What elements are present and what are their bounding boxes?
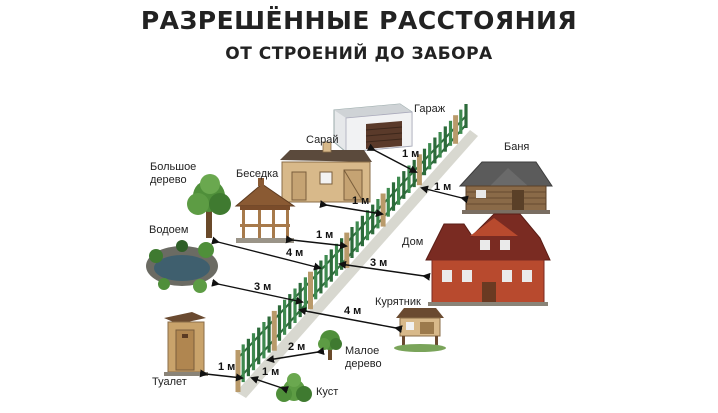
fence-picket [459,109,463,134]
fence-picket [329,249,333,282]
title-line-2: ОТ СТРОЕНИЙ ДО ЗАБОРА [225,44,493,64]
fence-picket [360,215,364,247]
distance-house: 3 м [370,257,387,269]
fence-picket [293,288,297,323]
fence-picket [257,327,261,365]
arrow-toilet [199,369,244,382]
fence-picket [283,299,287,335]
garage-illustration [333,103,413,153]
fence-picket [246,338,250,377]
arrow-bush [250,376,289,394]
fence-picket [277,305,282,341]
fence-picket [386,187,390,217]
fence-picket [391,182,396,211]
fence-picket [428,143,432,170]
label-shed: Сарай [306,134,339,146]
arrow-garage [366,143,418,173]
small-tree-illustration [318,330,342,360]
label-big-tree-line-2: дерево [150,174,187,186]
fence-picket [438,132,442,158]
fence-picket [262,322,266,359]
fence-picket [397,176,401,205]
distance-garage: 1 м [402,148,419,160]
fence-post [271,310,277,351]
fence-picket [324,255,328,288]
fence-picket [303,277,307,312]
fence-post [380,193,386,227]
label-gazebo: Беседка [236,168,279,180]
fence-post [453,115,459,144]
distance-bush: 1 м [262,366,279,378]
distance-bathhouse: 1 м [434,181,451,193]
house-illustration [425,213,551,306]
distance-gazebo: 1 м [316,229,333,241]
fence-picket [241,344,245,383]
fence-post [344,232,350,268]
fence-picket [319,260,323,294]
label-big-tree: Большое дерево [150,161,196,187]
label-house: Дом [402,236,424,248]
label-big-tree-line-1: Большое [150,161,197,173]
arrow-big-tree [211,236,322,271]
label-small-tree-line-1: Малое [345,345,380,357]
fence-picket [422,148,427,176]
fence-picket [350,227,354,258]
arrow-shed [319,200,384,217]
big-tree-illustration [187,174,231,238]
title-line-1: РАЗРЕШЁННЫЕ РАССТОЯНИЯ [140,6,578,35]
fence [235,104,468,392]
arrow-bathhouse [420,185,469,204]
distance-shed: 1 м [352,195,369,207]
fence-picket [340,238,344,270]
fence-post [416,154,422,186]
fence-picket [402,171,406,199]
henhouse-illustration [394,308,446,352]
toilet-illustration [164,312,208,376]
fence-picket [407,165,411,193]
fence-picket [251,333,256,371]
label-bathhouse: Баня [504,141,530,153]
fence-picket [433,137,437,164]
arrow-pond [211,278,304,305]
fence-picket [314,266,318,300]
distance-henhouse: 4 м [344,305,361,317]
fence-picket [412,159,416,188]
fence-picket [448,120,453,146]
label-toilet: Туалет [152,376,187,388]
distance-pond: 3 м [254,281,271,293]
fence-picket [334,243,339,276]
arrow-small-tree [266,347,325,364]
fence-picket [464,104,468,128]
fence-picket [355,221,359,253]
label-small-tree: Малое дерево [345,345,382,371]
fence-post [308,271,313,310]
pond-illustration [146,240,218,293]
label-small-tree-line-2: дерево [345,358,382,370]
arrow-henhouse [298,307,403,334]
label-henhouse: Курятник [375,296,421,308]
label-pond: Водоем [149,224,189,236]
arrow-house [338,260,431,281]
distance-big-tree: 4 м [286,247,303,259]
label-garage: Гараж [414,103,446,115]
distance-small-tree: 2 м [288,341,305,353]
shed-illustration [280,141,372,203]
fence-picket [371,204,375,235]
distance-arrows: 1 м 1 м 1 м 1 м 4 м 3 м 3 м 4 м 2 м 1 м 1 м [199,143,469,394]
fence-picket [443,126,447,152]
bathhouse-illustration [458,161,553,214]
fence-picket [288,294,292,329]
fence-picket [298,282,302,318]
label-bush: Куст [316,386,339,398]
distance-toilet: 1 м [218,361,235,373]
fence-post [235,350,241,392]
fence-picket [267,316,271,353]
fence-picket [365,210,370,241]
